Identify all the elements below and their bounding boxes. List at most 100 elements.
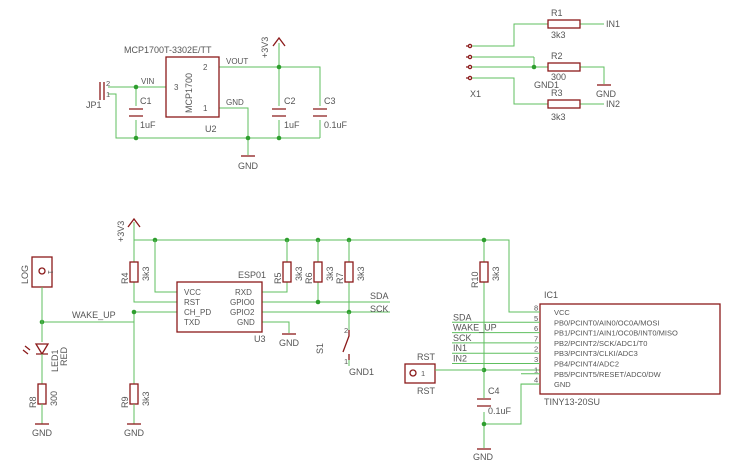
r7-ref: R7 <box>335 272 345 284</box>
ic1-pin-name: VCC <box>554 308 570 317</box>
r6-value: 3k3 <box>325 266 335 281</box>
c3-ref: C3 <box>324 96 336 106</box>
ic1-pin-number: 2 <box>534 345 538 354</box>
r8-value: 300 <box>49 391 59 406</box>
ic1-pin-name: PB4/PCINT4/ADC2 <box>554 360 619 369</box>
esp-pin-gpio2: GPIO2 <box>230 308 255 317</box>
esp-pin-rst: RST <box>184 298 200 307</box>
supply-arrow-icon <box>272 36 286 47</box>
rst-connector <box>404 363 436 384</box>
r4-body <box>129 261 139 283</box>
supply-top-label: +3V3 <box>260 37 270 58</box>
c2-symbol <box>272 108 286 117</box>
gnd1-top-label: GND1 <box>534 80 559 90</box>
u2-pin-gnd: GND <box>226 98 244 107</box>
esp01-body <box>176 281 263 333</box>
u2-part: MCP1700T-3302E/TT <box>124 45 212 55</box>
led1-color: RED <box>59 346 69 366</box>
s1-pin1: 1 <box>344 357 348 366</box>
esp-pin-chpd: CH_PD <box>184 308 211 317</box>
c4-gnd-label: GND <box>473 452 494 462</box>
esp01-ref2: U3 <box>254 334 266 344</box>
s1-gnd-label: GND1 <box>349 367 374 377</box>
rst-ref2: RST <box>417 386 436 396</box>
esp-pin-vcc: VCC <box>184 288 201 297</box>
c1-ref: C1 <box>140 96 152 106</box>
ic1-net-label: WAKE_UP <box>453 323 497 333</box>
ic1-pin-name: GND <box>554 380 571 389</box>
r9-ref: R9 <box>120 396 130 408</box>
c2-ref: C2 <box>284 96 296 106</box>
r9-body <box>129 383 139 405</box>
ic1-pin-number: 6 <box>534 324 538 333</box>
r6-body <box>313 261 323 283</box>
ic1-pin-number: 7 <box>534 334 538 343</box>
jp1-pin1: 1 <box>106 90 110 99</box>
s1-symbol <box>342 330 350 360</box>
u2-pin3: 3 <box>174 83 179 92</box>
s1-ref: S1 <box>315 343 325 354</box>
gnd-reg-label: GND <box>238 161 259 171</box>
r3-body <box>547 99 581 109</box>
s1-pin2: 2 <box>344 326 348 335</box>
r10-body <box>479 261 489 283</box>
r7-body <box>344 261 354 283</box>
log-pin: 1 <box>46 270 55 274</box>
u2-pin-vout: VOUT <box>226 57 248 66</box>
r5-value: 3k3 <box>294 266 304 281</box>
supply-mid-label: +3V3 <box>116 221 126 242</box>
esp-pin-rxd: RXD <box>235 288 252 297</box>
connector-section: X1 R1 3k3 IN1 R2 300 GND GND1 R3 3k3 IN2 <box>466 8 620 122</box>
supply-mid-arrow-icon <box>127 217 141 228</box>
r4-value: 3k3 <box>141 266 151 281</box>
x1-ref: X1 <box>470 89 481 99</box>
u2-body-label: MCP1700 <box>184 73 194 113</box>
ic1-pin-number: 3 <box>534 355 538 364</box>
r1-ref: R1 <box>551 8 563 18</box>
c2-value: 1uF <box>284 120 300 130</box>
rst-ref: RST <box>417 352 436 362</box>
r8-body <box>37 383 47 405</box>
ic1-pin-name: PB1/PCINT1/AIN1/OC0B/INT0/MISO <box>554 329 678 338</box>
u2-pin1: 1 <box>203 104 208 113</box>
net-wake-up-left: WAKE_UP <box>72 310 116 320</box>
c3-value: 0.1uF <box>324 120 348 130</box>
r10-value: 3k3 <box>491 266 501 281</box>
r5-body <box>282 261 292 283</box>
c4-value: 0.1uF <box>488 406 512 416</box>
net-sda-left: SDA <box>370 291 389 301</box>
r3-ref: R3 <box>551 88 563 98</box>
r2-body <box>547 62 581 72</box>
ic1-pin-name: PB5/PCINT5/RESET/ADC0/DW <box>554 370 662 379</box>
r2-ref: R2 <box>551 51 563 61</box>
rst-pin: 1 <box>421 369 425 378</box>
r2-value: 300 <box>551 72 566 82</box>
ic1-part: TINY13-20SU <box>544 397 600 407</box>
c3-symbol <box>313 108 327 117</box>
log-ref: LOG <box>20 265 30 284</box>
c4-symbol <box>477 398 491 407</box>
esp01-ref: ESP01 <box>238 270 266 280</box>
main-section: ESP01 U3 VCC RST CH_PD TXD RXD GPIO0 GPI… <box>20 217 721 462</box>
u2-pin2: 2 <box>203 63 208 72</box>
ic1-ref: IC1 <box>544 290 558 300</box>
esp-pin-gnd: GND <box>237 318 255 327</box>
u2-pin-vin: VIN <box>141 77 155 86</box>
r8-gnd-label: GND <box>32 428 53 438</box>
c1-value: 1uF <box>140 120 156 130</box>
r3-value: 3k3 <box>551 112 566 122</box>
c1-symbol <box>129 108 143 117</box>
ic1-pin-name: PB0/PCINT0/AIN0/OC0A/MOSI <box>554 318 659 327</box>
net-sck-left: SCK <box>370 304 389 314</box>
ic1-net-label: IN1 <box>453 343 467 353</box>
r1-value: 3k3 <box>551 30 566 40</box>
esp-pin-gpio0: GPIO0 <box>230 298 255 307</box>
ic1-pin-number: 8 <box>534 304 538 313</box>
ic1-net-label: SDA <box>453 312 472 322</box>
r6-ref: R6 <box>304 272 314 284</box>
jp1-pin2: 2 <box>106 79 110 88</box>
x1-pins <box>466 45 472 79</box>
r10-ref: R10 <box>470 271 480 288</box>
